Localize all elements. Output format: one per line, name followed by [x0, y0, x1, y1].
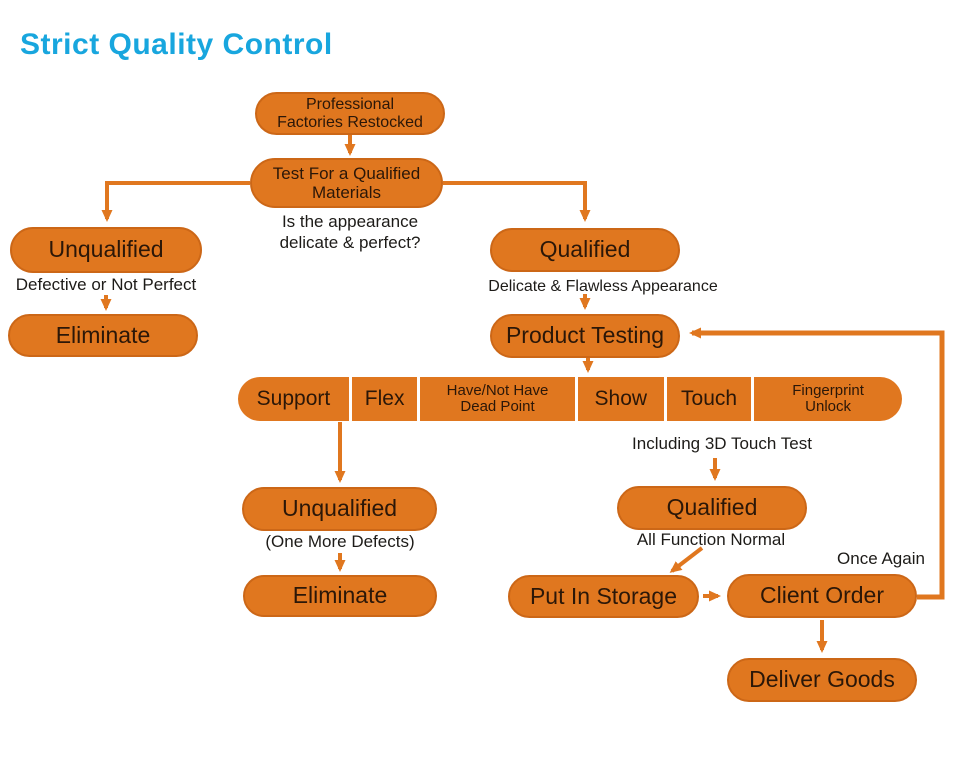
label-defective: Defective or Not Perfect [15, 275, 197, 294]
label-including-3d: Including 3D Touch Test [632, 434, 812, 453]
arrow-test-to-unqualified-left [101, 181, 250, 222]
flow-node-qualified-bottom: Qualified [617, 486, 807, 530]
flow-node-test-materials: Test For a Qualified Materials [250, 158, 443, 208]
label-is-appearance: Is the appearance delicate & perfect? [279, 212, 421, 253]
label-delicate-flawless: Delicate & Flawless Appearance [488, 278, 718, 295]
flow-node-unqualified-mid: Unqualified [242, 487, 437, 531]
testbar-cell-touch: Touch [663, 377, 751, 421]
flow-node-qualified-right: Qualified [490, 228, 680, 272]
flow-node-product-testing: Product Testing [490, 314, 680, 358]
flow-node-unqualified-left: Unqualified [10, 227, 202, 273]
flow-node-deliver-goods: Deliver Goods [727, 658, 917, 702]
flow-node-put-in-storage: Put In Storage [508, 575, 699, 618]
flow-node-eliminate-left: Eliminate [8, 314, 198, 357]
flow-node-professional-factories: Professional Factories Restocked [255, 92, 445, 135]
testbar-cell-show: Show [574, 377, 664, 421]
label-once-again: Once Again [837, 549, 925, 568]
label-all-function-normal: All Function Normal [636, 530, 786, 549]
arrow-allfunction-to-storage [669, 546, 704, 573]
testbar-cell-dead-point: Have/Not Have Dead Point [417, 377, 574, 421]
flow-node-client-order: Client Order [727, 574, 917, 618]
label-one-more-defects: (One More Defects) [265, 532, 415, 551]
test-criteria-bar: Support Flex Have/Not Have Dead Point Sh… [238, 377, 902, 421]
page-title: Strict Quality Control [20, 28, 333, 61]
testbar-cell-support: Support [256, 386, 331, 410]
flow-node-eliminate-mid: Eliminate [243, 575, 437, 617]
testbar-cell-flex: Flex [348, 377, 417, 421]
testbar-cell-fingerprint: Fingerprint Unlock [751, 377, 902, 421]
